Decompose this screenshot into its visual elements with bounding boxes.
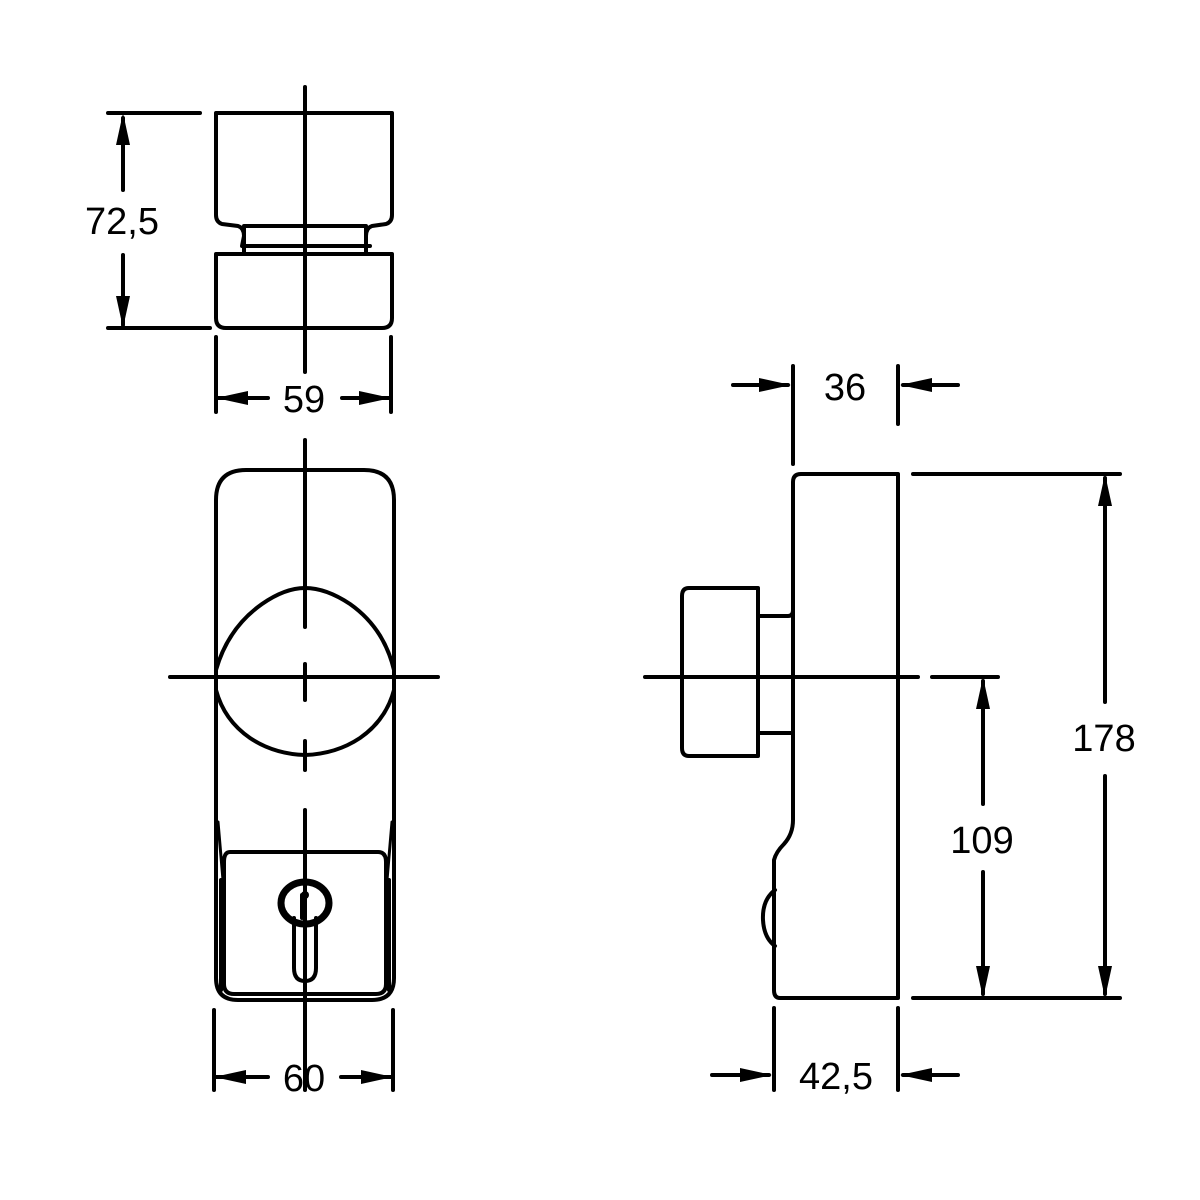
arrow-right-icon xyxy=(361,1070,393,1084)
arrow-left-icon xyxy=(214,1070,246,1084)
arrow-down-icon xyxy=(1098,966,1112,998)
arrow-up-icon xyxy=(116,113,130,145)
arrow-up-icon xyxy=(976,677,990,709)
dim-label-36: 36 xyxy=(824,367,866,409)
dim-label-59: 59 xyxy=(283,379,325,421)
dim-label-42-5: 42,5 xyxy=(799,1056,873,1098)
arrow-left-icon xyxy=(900,1068,932,1082)
arrow-right-icon xyxy=(359,391,391,405)
side-view-cylinder-bulge xyxy=(760,888,777,948)
arrow-right-icon xyxy=(740,1068,772,1082)
top-view-lower-block xyxy=(214,252,394,330)
dim-label-109: 109 xyxy=(950,820,1013,862)
top-view: 72,5 59 xyxy=(85,85,394,421)
front-view-body xyxy=(214,468,396,1002)
arrow-right-icon xyxy=(759,378,791,392)
side-view-knob-neck xyxy=(758,608,795,735)
arrow-left-icon xyxy=(216,391,248,405)
dim-label-60: 60 xyxy=(283,1058,325,1100)
side-view-knob xyxy=(680,586,760,758)
arrow-left-icon xyxy=(900,378,932,392)
front-view: 60 xyxy=(168,438,440,1100)
side-view: 36 178 109 42,5 xyxy=(643,364,1136,1098)
side-view-body xyxy=(772,472,900,1000)
dim-label-178: 178 xyxy=(1072,718,1135,760)
arrow-down-icon xyxy=(116,296,130,328)
arrow-down-icon xyxy=(976,966,990,998)
front-view-cylinder-housing xyxy=(222,850,388,996)
dim-label-72-5: 72,5 xyxy=(85,201,159,243)
arrow-up-icon xyxy=(1098,474,1112,506)
